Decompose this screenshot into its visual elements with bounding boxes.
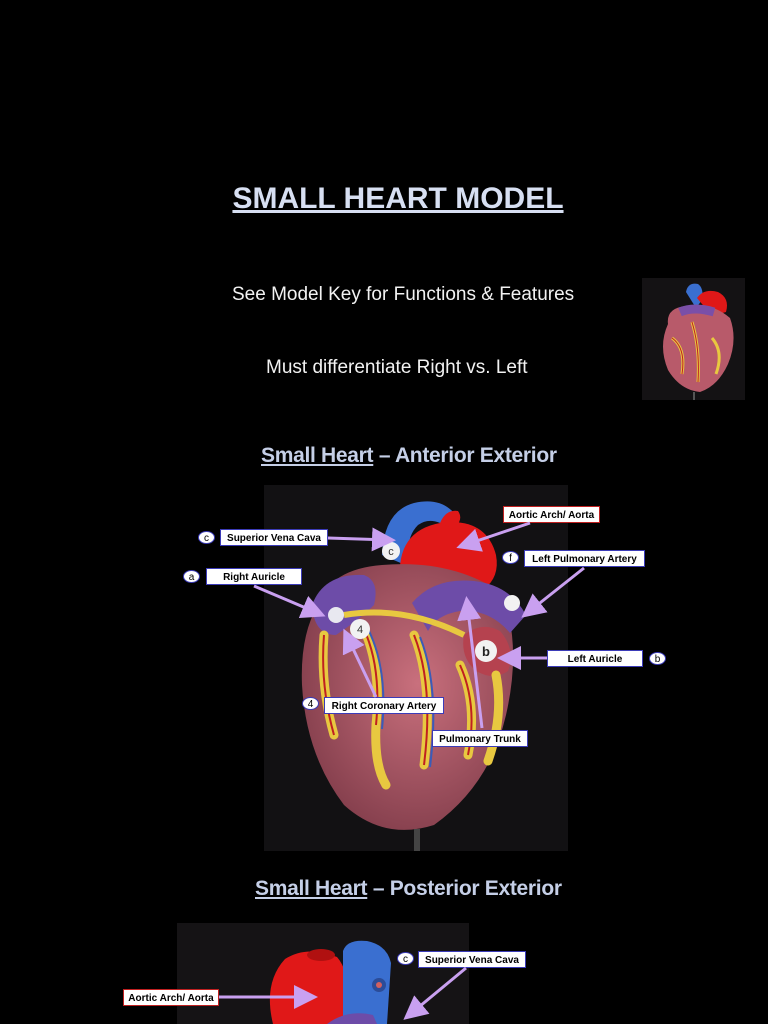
section-heading-anterior[interactable]: Small Heart – Anterior Exterior bbox=[261, 444, 557, 468]
section-link-small-heart-2[interactable]: Small Heart bbox=[255, 877, 368, 900]
badge-a: a bbox=[183, 570, 200, 583]
badge-4: 4 bbox=[302, 697, 319, 710]
posterior-heart-image bbox=[177, 923, 469, 1024]
heart-thumbnail-image bbox=[642, 278, 745, 400]
label-right-auricle: Right Auricle bbox=[206, 568, 302, 585]
section-link-small-heart[interactable]: Small Heart bbox=[261, 444, 374, 467]
label-aortic-arch: Aortic Arch/ Aorta bbox=[503, 506, 600, 523]
section-heading-rest-2: – Posterior Exterior bbox=[372, 877, 562, 900]
label-left-auricle: Left Auricle bbox=[547, 650, 643, 667]
svg-text:4: 4 bbox=[357, 624, 363, 636]
page-title: SMALL HEART MODEL bbox=[232, 182, 564, 215]
label-aortic-arch-posterior: Aortic Arch/ Aorta bbox=[123, 989, 219, 1006]
svg-text:b: b bbox=[482, 644, 490, 659]
label-right-coronary-artery: Right Coronary Artery bbox=[324, 697, 444, 714]
badge-b: b bbox=[649, 652, 666, 665]
badge-c: c bbox=[198, 531, 215, 544]
section-heading-rest: – Anterior Exterior bbox=[378, 444, 557, 467]
intro-line-differentiate: Must differentiate Right vs. Left bbox=[266, 357, 528, 378]
label-superior-vena-cava: Superior Vena Cava bbox=[220, 529, 328, 546]
label-superior-vena-cava-posterior: Superior Vena Cava bbox=[418, 951, 526, 968]
svg-text:c: c bbox=[388, 546, 394, 558]
intro-line-key: See Model Key for Functions & Features bbox=[232, 284, 575, 305]
label-left-pulmonary-artery: Left Pulmonary Artery bbox=[524, 550, 645, 567]
badge-c-posterior: c bbox=[397, 952, 414, 965]
badge-f: f bbox=[502, 551, 519, 564]
label-pulmonary-trunk: Pulmonary Trunk bbox=[432, 730, 528, 747]
section-heading-posterior[interactable]: Small Heart – Posterior Exterior bbox=[255, 877, 562, 901]
